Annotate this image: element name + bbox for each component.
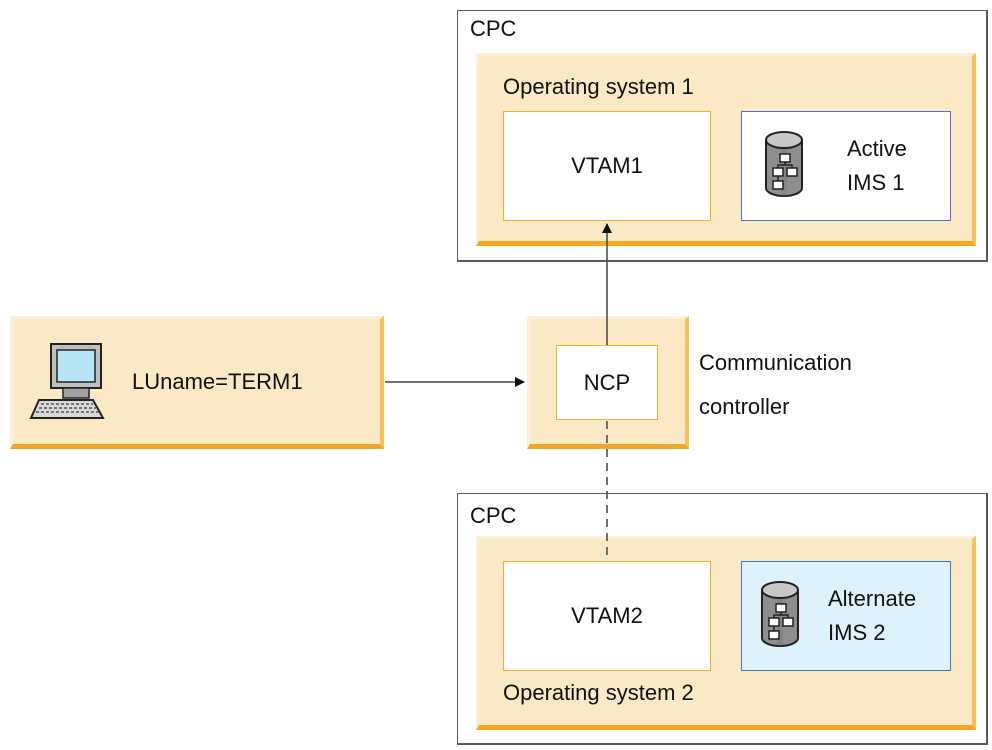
alternate-ims-2-line1: Alternate xyxy=(828,586,917,611)
ncp-label: NCP xyxy=(583,369,631,395)
active-ims-1-box: Active IMS 1 xyxy=(741,111,951,221)
active-ims-1-line1: Active xyxy=(847,136,907,161)
alternate-ims-2-line2: IMS 2 xyxy=(828,620,886,645)
vtam2-label: VTAM2 xyxy=(571,603,643,628)
cpc-1-title: CPC xyxy=(470,16,517,41)
ncp-box: NCP xyxy=(556,345,658,420)
database-icon xyxy=(761,581,799,647)
vtam1-label: VTAM1 xyxy=(571,153,643,178)
vtam2-box: VTAM2 xyxy=(503,561,711,671)
operating-system-1-label: Operating system 1 xyxy=(503,74,694,99)
operating-system-2-label: Operating system 2 xyxy=(503,680,694,705)
computer-terminal-icon xyxy=(29,343,105,419)
terminal-label: LUname=TERM1 xyxy=(132,369,303,394)
cpc-2-title: CPC xyxy=(470,503,517,528)
controller-label-line1: Communication xyxy=(699,350,852,375)
controller-label-line2: controller xyxy=(699,394,790,419)
active-ims-1-line2: IMS 1 xyxy=(847,170,905,195)
alternate-ims-2-box: Alternate IMS 2 xyxy=(741,561,951,671)
database-icon xyxy=(765,131,803,197)
vtam1-box: VTAM1 xyxy=(503,111,711,221)
